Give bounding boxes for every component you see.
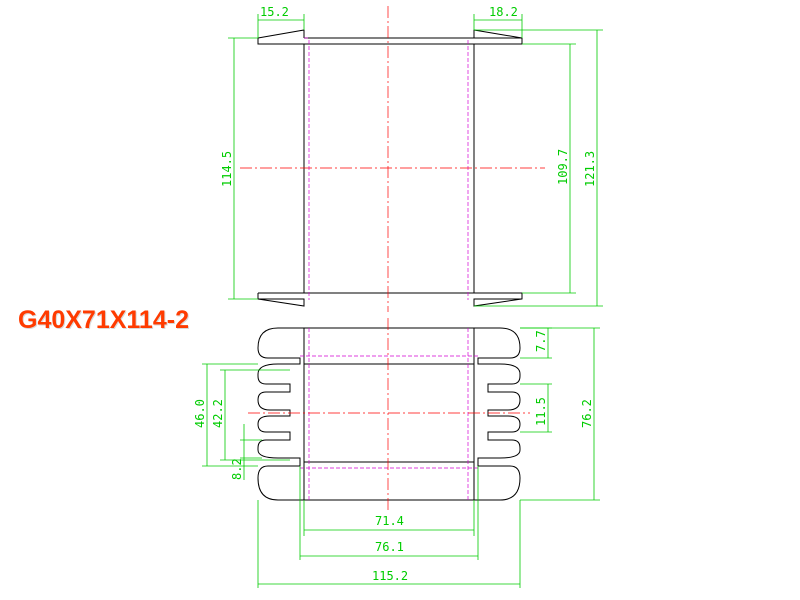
dim-top-right-flange: 18.2	[489, 5, 518, 19]
side-view	[240, 6, 545, 312]
part-number-title: G40X71X114-2	[18, 306, 189, 334]
end-view-dimensions: 7.7 11.5 76.2 46.0 42.2 8.2 71.4	[193, 327, 600, 588]
dim-width-42: 42.2	[211, 399, 225, 428]
end-view	[248, 318, 530, 510]
dim-slot-top: 7.7	[534, 330, 548, 352]
top-flange	[257, 29, 523, 45]
dim-width-46: 46.0	[193, 399, 207, 428]
dim-overall-height: 121.3	[583, 151, 597, 187]
dim-core-width: 71.4	[375, 514, 404, 528]
dim-top-left-flange: 15.2	[260, 5, 289, 19]
dim-slot-small: 8.2	[230, 458, 244, 480]
dim-slot-gap: 11.5	[534, 397, 548, 426]
dim-core-outer-width: 76.1	[375, 540, 404, 554]
bottom-flange	[257, 292, 523, 307]
side-view-dimensions: 15.2 18.2 114.5 109.7 121.3	[220, 5, 603, 307]
right-flange-profile	[474, 327, 521, 501]
dim-inner-height: 114.5	[220, 151, 234, 187]
dim-window-height: 109.7	[556, 149, 570, 185]
core-outer	[303, 327, 475, 501]
dim-bottom-height: 76.2	[580, 399, 594, 428]
left-flange-profile	[257, 327, 304, 501]
dim-overall-width: 115.2	[372, 569, 408, 583]
